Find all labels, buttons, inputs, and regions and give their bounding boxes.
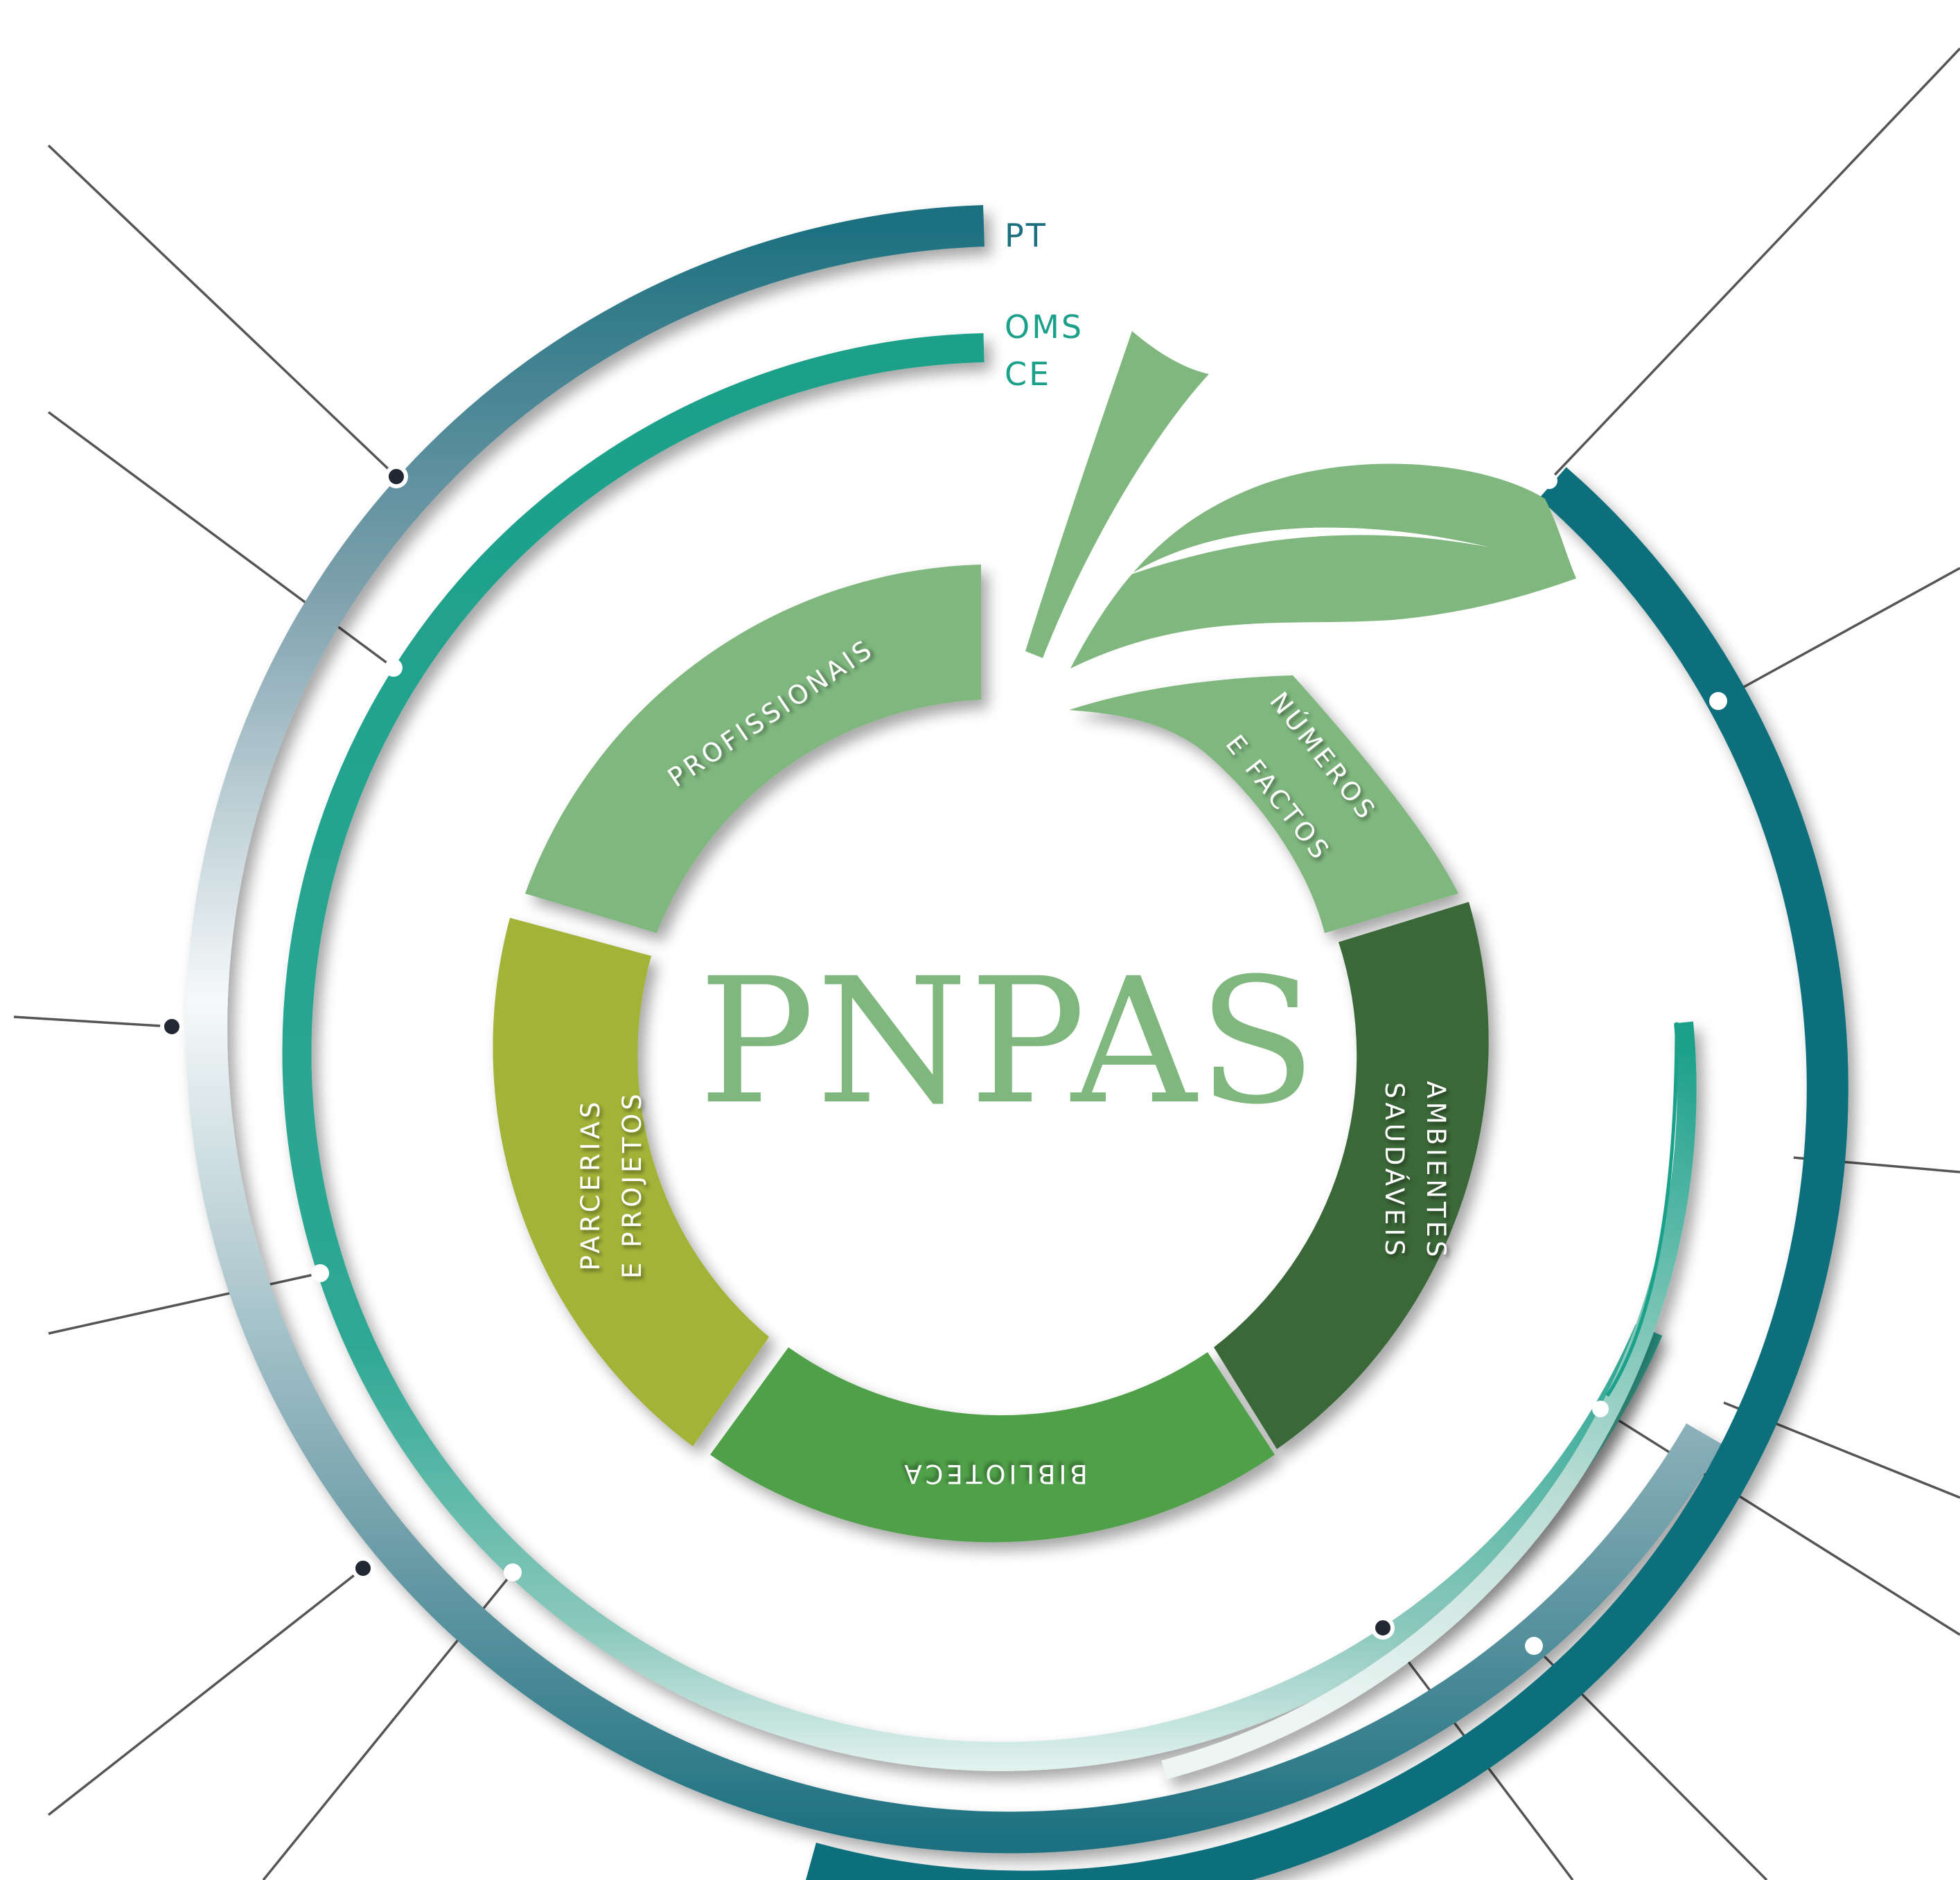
stem-icon [1025,331,1209,658]
right-ring [806,467,1848,1880]
label-parcerias-line2: E PROJETOS [617,1090,647,1279]
connector-line [1718,567,1960,702]
dot-white [385,659,403,677]
oms-ring [282,333,1663,1771]
diagram-title: PNPAS [698,941,1318,1142]
segment-ambientes [1214,902,1489,1449]
connector-dots [160,465,1794,1655]
segment-profissionais [525,565,981,933]
dot-dark [351,1557,375,1580]
connector-line [1600,1408,1960,1636]
dot-white [1541,472,1557,489]
connector-line [47,411,395,669]
dot-white [311,1264,329,1282]
dot-white [1525,1637,1543,1655]
leaf-shape-icon [1070,463,1576,668]
dot-dark [1371,1616,1395,1640]
label-ambientes-line1: AMBIENTES [1421,1081,1451,1260]
pt-ring [186,205,1722,1854]
label-parcerias-line1: PARCERIAS [576,1099,606,1271]
dot-white [1592,1401,1609,1417]
connector-line [47,144,398,478]
dot-white [504,1563,522,1581]
dot-white [1776,1148,1794,1166]
legend-ce: CE [1005,355,1051,393]
connector-line [47,1567,364,1816]
inner-ring-thin [1605,1022,1679,1397]
donut-segments [493,565,1489,1543]
inner-ring [1161,1021,1697,1780]
dot-white [1706,1390,1724,1408]
connector-line [1548,47,1960,482]
dot-dark [385,465,408,488]
segment-biblioteca [710,1347,1275,1543]
segment-parcerias [493,918,769,1446]
dot-white [1709,692,1727,710]
label-biblioteca: BIBLIOTECA [901,1459,1087,1489]
label-ambientes-line2: SAUDÁVEIS [1379,1082,1410,1259]
leaf-vein-icon [1129,527,1490,575]
dot-dark [160,1015,184,1038]
label-ambientes: AMBIENTES SAUDÁVEIS [1379,1081,1451,1260]
connector-line [13,1016,173,1028]
leaf-icon [1025,331,1576,668]
label-parcerias: PARCERIAS E PROJETOS [576,1090,647,1279]
connector-line [48,1272,321,1335]
legend-oms: OMS [1005,308,1084,346]
segment-numeros [1069,675,1458,933]
legend-pt: PT [1005,217,1048,254]
